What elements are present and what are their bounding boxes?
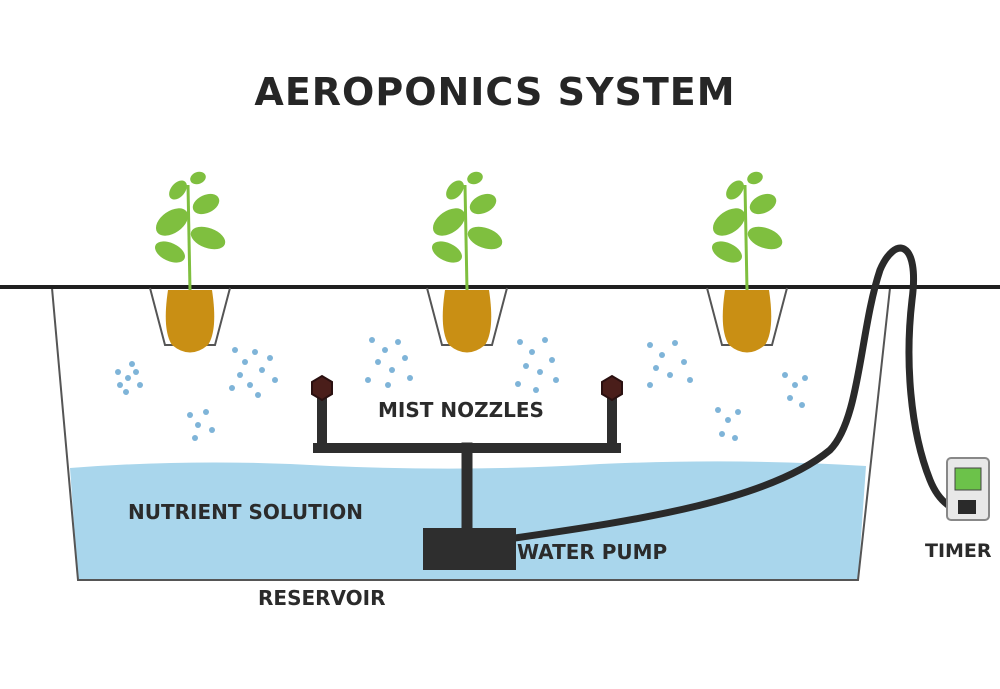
- plant-icon: [706, 171, 788, 353]
- timer-icon: [946, 457, 990, 521]
- label-water-pump: WATER PUMP: [517, 540, 668, 564]
- mist-drops: [115, 337, 808, 441]
- plant-icon: [149, 171, 231, 353]
- plant-icon: [426, 171, 508, 353]
- label-mist-nozzles: MIST NOZZLES: [378, 398, 544, 422]
- page-title: AEROPONICS SYSTEM: [254, 70, 736, 114]
- reservoir-tank: [51, 287, 891, 581]
- pump-hose: [511, 244, 969, 542]
- plants: [149, 171, 788, 353]
- mist-manifold: [313, 390, 621, 541]
- water-pump-icon: [423, 528, 516, 570]
- label-reservoir: RESERVOIR: [258, 586, 386, 610]
- label-timer: TIMER: [925, 540, 992, 562]
- mist-nozzle-icon: [311, 374, 623, 402]
- label-nutrient-solution: NUTRIENT SOLUTION: [128, 500, 363, 524]
